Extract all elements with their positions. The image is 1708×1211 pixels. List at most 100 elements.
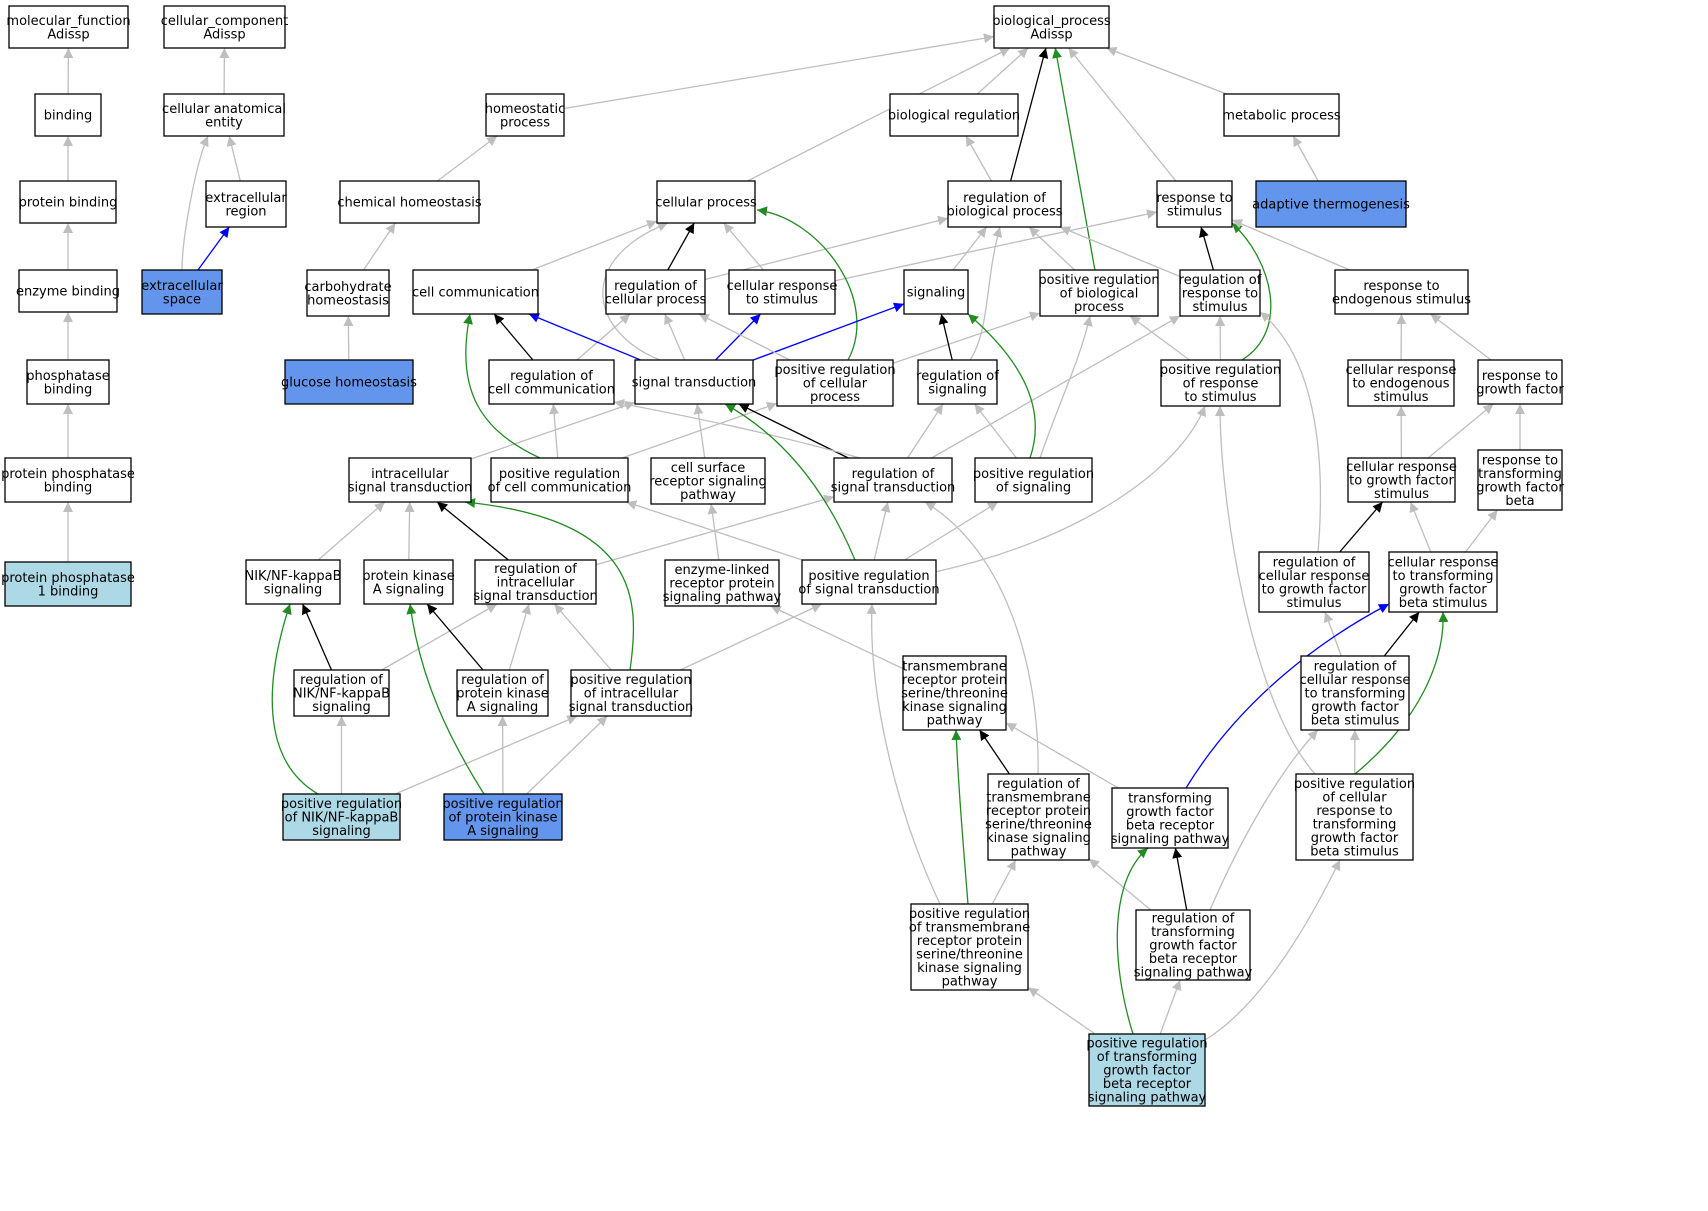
- term-box[interactable]: [1223, 93, 1340, 137]
- term-node-signaling[interactable]: signaling: [903, 269, 969, 315]
- term-box[interactable]: [474, 559, 597, 605]
- term-box[interactable]: [163, 93, 285, 137]
- term-node-chemhomeo[interactable]: chemical homeostasis: [337, 180, 482, 224]
- term-box[interactable]: [833, 457, 953, 503]
- term-node-cellcomm[interactable]: cell communication: [412, 269, 539, 315]
- term-box[interactable]: [4, 561, 132, 607]
- term-box[interactable]: [1347, 457, 1456, 503]
- term-box[interactable]: [456, 669, 549, 717]
- term-box[interactable]: [605, 269, 706, 315]
- term-box[interactable]: [801, 559, 937, 605]
- term-box[interactable]: [1295, 773, 1414, 861]
- term-box[interactable]: [1334, 269, 1469, 315]
- term-box[interactable]: [412, 269, 539, 315]
- term-box[interactable]: [19, 180, 117, 224]
- term-box[interactable]: [1156, 180, 1233, 228]
- term-box[interactable]: [1088, 1033, 1206, 1107]
- term-box[interactable]: [34, 93, 102, 137]
- term-box[interactable]: [8, 5, 129, 49]
- term-node-sigtrans[interactable]: signal transduction: [632, 359, 757, 405]
- term-box[interactable]: [348, 457, 472, 503]
- term-box[interactable]: [363, 559, 454, 605]
- term-box[interactable]: [917, 359, 998, 405]
- term-node-binding[interactable]: binding: [34, 93, 102, 137]
- term-box[interactable]: [1255, 180, 1407, 228]
- term-box[interactable]: [488, 359, 615, 405]
- term-box[interactable]: [1039, 269, 1159, 317]
- term-box[interactable]: [1477, 449, 1563, 511]
- term-box[interactable]: [490, 457, 629, 503]
- term-box[interactable]: [728, 269, 836, 315]
- term-box[interactable]: [993, 5, 1110, 49]
- term-box[interactable]: [4, 457, 132, 503]
- term-box[interactable]: [141, 269, 223, 315]
- term-node-bioreg[interactable]: biological regulation: [888, 93, 1020, 137]
- term-box[interactable]: [1300, 655, 1410, 731]
- term-box[interactable]: [306, 269, 390, 317]
- term-box[interactable]: [282, 793, 401, 841]
- term-box[interactable]: [903, 269, 969, 315]
- term-box[interactable]: [910, 903, 1029, 991]
- term-box[interactable]: [776, 359, 894, 407]
- term-node-glucose[interactable]: glucose homeostasis: [281, 359, 417, 405]
- term-node-metab[interactable]: metabolic process: [1222, 93, 1341, 137]
- term-box[interactable]: [485, 93, 565, 137]
- term-box[interactable]: [1388, 551, 1498, 613]
- term-box[interactable]: [18, 269, 118, 313]
- term-box[interactable]: [570, 669, 692, 717]
- term-box[interactable]: [634, 359, 754, 405]
- term-box[interactable]: [443, 793, 563, 841]
- term-box[interactable]: [664, 559, 780, 607]
- term-box[interactable]: [650, 457, 766, 505]
- term-box[interactable]: [947, 180, 1062, 228]
- term-box[interactable]: [656, 180, 756, 224]
- term-box[interactable]: [1477, 359, 1563, 405]
- term-box[interactable]: [1160, 359, 1281, 407]
- term-box[interactable]: [889, 93, 1019, 137]
- term-box[interactable]: [987, 773, 1090, 861]
- term-box[interactable]: [163, 5, 286, 49]
- term-box[interactable]: [902, 655, 1007, 731]
- term-box[interactable]: [205, 180, 287, 228]
- term-box[interactable]: [1258, 551, 1370, 613]
